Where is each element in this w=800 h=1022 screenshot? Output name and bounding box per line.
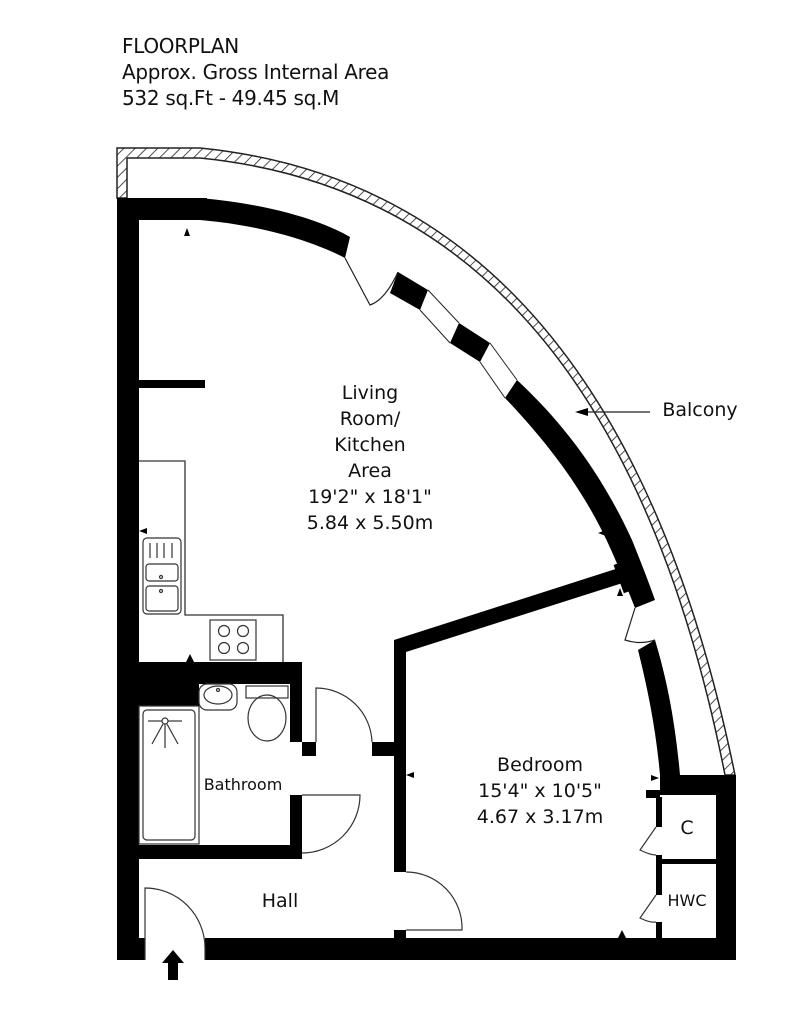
balcony-label: Balcony — [662, 399, 738, 421]
living-imperial-dimensions: 19'2" x 18'1" — [308, 486, 432, 508]
entrance-arrow-icon — [162, 950, 184, 980]
cupboard-label: C — [680, 817, 694, 839]
hwc-label: HWC — [667, 891, 707, 910]
hall-door-upper[interactable] — [315, 687, 373, 743]
balcony-rail — [116, 147, 736, 776]
window-glazing — [419, 289, 518, 399]
bedroom-door[interactable] — [405, 871, 463, 931]
bedroom-metric-dimensions: 4.67 x 3.17m — [476, 806, 604, 828]
balcony-door-top[interactable] — [344, 257, 399, 306]
entrance-door[interactable] — [144, 887, 206, 960]
bedroom-name: Bedroom — [497, 754, 583, 776]
bathroom-door[interactable] — [301, 794, 361, 854]
area-label: Approx. Gross Internal Area — [122, 60, 390, 84]
living-name-line2: Room/ — [339, 408, 401, 430]
bedroom-imperial-dimensions: 15'4" x 10'5" — [478, 780, 602, 802]
cupboard-door[interactable] — [639, 826, 657, 856]
hall-label: Hall — [261, 890, 299, 912]
floorplan-header: FLOORPLAN Approx. Gross Internal Area 53… — [122, 33, 389, 111]
area-value: 532 sq.Ft - 49.45 sq.M — [122, 86, 340, 110]
bathtub-icon — [138, 705, 200, 845]
bathroom-label: Bathroom — [203, 775, 283, 794]
marker-icons — [139, 228, 659, 938]
walls — [117, 198, 736, 960]
living-metric-dimensions: 5.84 x 5.50m — [306, 512, 434, 534]
sink-icon — [142, 537, 182, 615]
living-room-label: Living Room/ Kitchen Area 19'2" x 18'1" … — [270, 380, 470, 536]
left-arrow-icon — [575, 408, 650, 416]
toilet-icon — [245, 685, 289, 742]
hwc-door[interactable] — [639, 894, 657, 923]
living-name-line1: Living — [341, 382, 399, 404]
floorplan-title: FLOORPLAN — [122, 34, 239, 58]
hob-icon — [209, 619, 257, 661]
balcony-door-right[interactable] — [624, 607, 656, 644]
living-name-line4: Area — [348, 460, 392, 482]
basin-icon — [198, 683, 238, 711]
kitchen-counter — [139, 460, 284, 662]
bedroom-label: Bedroom 15'4" x 10'5" 4.67 x 3.17m — [440, 752, 640, 830]
living-name-line3: Kitchen — [334, 434, 406, 456]
